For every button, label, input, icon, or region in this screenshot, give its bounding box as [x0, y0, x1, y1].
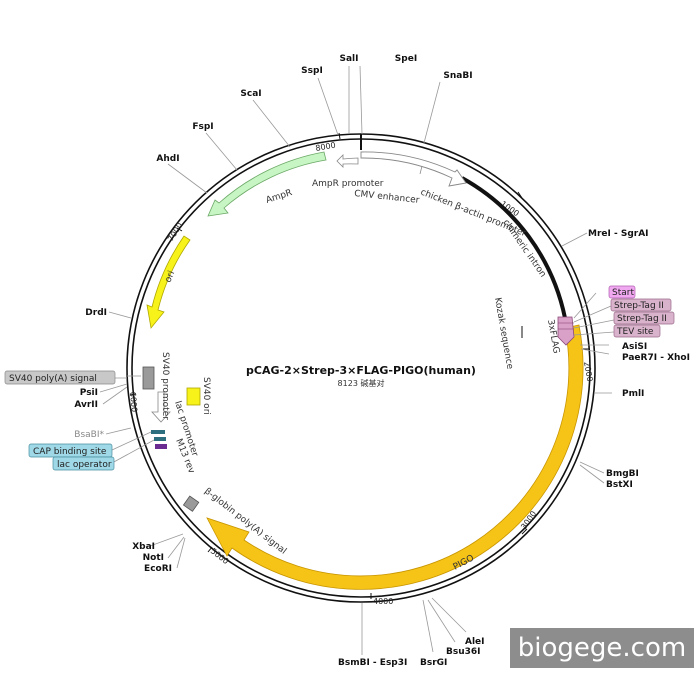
lac-operator-badge: [52, 456, 115, 471]
enzyme-bsrgi: BsrGI: [420, 658, 447, 668]
m13-marker: [155, 444, 167, 449]
enzyme-bsmbi-esp3i: BsmBI - Esp3I: [338, 658, 407, 668]
enzyme-fspi: FspI: [192, 122, 213, 132]
enzyme-spei: SpeI: [395, 54, 417, 64]
ori-label: ori: [164, 270, 178, 285]
enzyme-paer7i-xhoi: PaeR7I - XhoI: [622, 353, 690, 363]
enzyme-avrii: AvrII: [74, 400, 98, 410]
enzyme-bstxi: BstXI: [606, 480, 633, 490]
sv40-ori-label: SV40 ori: [201, 377, 211, 415]
kozak-label: Kozak sequence: [492, 297, 515, 371]
plasmid-name: pCAG-2×Strep-3×FLAG-PIGO(human): [246, 364, 476, 377]
enzyme-ahdi: AhdI: [156, 154, 179, 164]
enzyme-bsabi: BsaBI*: [74, 430, 104, 440]
watermark: biogege.com: [510, 628, 694, 668]
lac-promoter-arrow: [151, 391, 171, 423]
enzyme-snabi: SnaBI: [443, 71, 472, 81]
start-label: Start: [612, 288, 634, 298]
cmv-enhancer-arrow: [360, 151, 467, 187]
enzyme-mrei-sgrai: MreI - SgrAI: [588, 229, 649, 239]
tick-6000: 6000: [128, 391, 139, 412]
bglobin-box: [182, 495, 200, 512]
enzyme-ecori: EcoRI: [144, 564, 172, 574]
tick-8000: 8000: [315, 141, 337, 153]
flag-tag-feature: [557, 316, 575, 346]
strep-tag-1-label: Strep-Tag II: [614, 301, 664, 311]
lac-operator-label: lac operator: [57, 460, 112, 470]
enzyme-pmli: PmlI: [622, 389, 644, 399]
tick-4000: 4000: [373, 597, 393, 606]
enzyme-scai: ScaI: [240, 89, 261, 99]
enzyme-leaders: [99, 65, 615, 655]
chimeric-intron-segment: [461, 176, 567, 319]
start-badge: [608, 285, 636, 299]
enzyme-noti: NotI: [143, 553, 164, 563]
ampr-promoter-label: AmpR promoter: [312, 179, 384, 189]
cap-binding-marker: [151, 430, 165, 434]
cmv-enhancer-label: CMV enhancer: [354, 189, 420, 206]
enzyme-bsu36i: Bsu36I: [446, 647, 481, 657]
tick-2000: 2000: [582, 361, 594, 383]
strep-tag-1-badge: [610, 298, 672, 312]
sv40-polya-badge: [4, 370, 116, 385]
sv40-polya-box: [142, 366, 155, 390]
enzyme-sali: SalI: [340, 54, 359, 64]
lac-operator-marker: [154, 437, 166, 441]
strep-tag-2-badge: [613, 311, 675, 325]
ampr-promoter-arrow: [336, 154, 359, 168]
enzyme-asisi: AsiSI: [622, 342, 647, 352]
enzyme-alei: AleI: [465, 637, 485, 647]
pigo-feature: [206, 324, 584, 590]
tev-site-label: TEV site: [616, 327, 654, 337]
enzyme-xbai: XbaI: [132, 542, 155, 552]
strep-tag-2-label: Strep-Tag II: [617, 314, 667, 324]
ampr-feature: [207, 151, 327, 217]
sv40-polya-label: SV40 poly(A) signal: [9, 374, 97, 384]
tick-marks: [129, 132, 589, 599]
enzyme-bmgbi: BmgBI: [606, 469, 639, 479]
ampr-label: AmpR: [265, 188, 294, 206]
tev-site-badge: [613, 324, 661, 338]
sv40-promoter-label: SV40 promoter: [160, 352, 170, 420]
enzyme-drdi: DrdI: [85, 308, 107, 318]
ori-feature: [146, 235, 191, 329]
plasmid-length: 8123 碱基对: [338, 378, 385, 388]
sv40-ori-box: [186, 387, 201, 406]
cap-binding-label: CAP binding site: [33, 447, 107, 457]
enzyme-sspi: SspI: [301, 66, 323, 76]
enzyme-psii: PsiI: [80, 388, 98, 398]
